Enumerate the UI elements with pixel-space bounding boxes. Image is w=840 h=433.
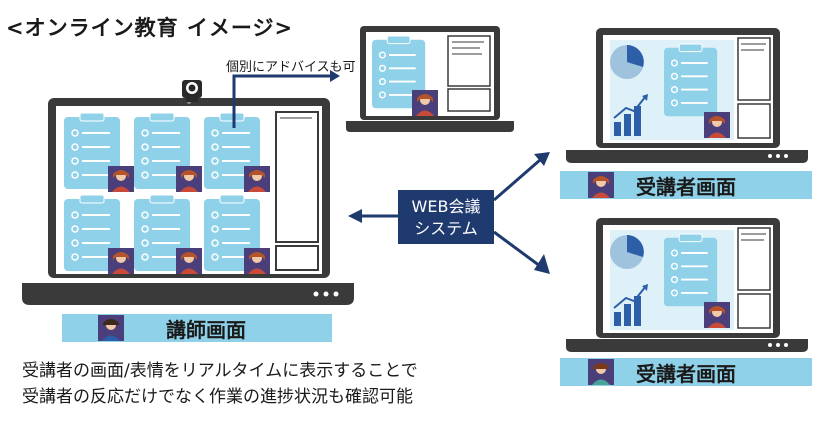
student-laptop-top [566, 28, 808, 163]
arrow-to-instructor [348, 209, 398, 223]
student-laptop-bottom [566, 218, 808, 352]
individual-laptop [346, 26, 514, 132]
webcam-icon [182, 80, 202, 102]
description-line2: 受講者の反応だけでなく作業の進捗状況も確認可能 [22, 387, 413, 407]
arrow-to-student-top [493, 152, 550, 202]
advice-label: 個別にアドバイスも可 [226, 60, 356, 75]
description-line1: 受講者の画面/表情をリアルタイムに表示することで [22, 361, 418, 381]
instructor-label: 講師画面 [166, 317, 246, 342]
web-conference-box: WEB会議 システム [398, 190, 494, 244]
advice-arrow [232, 70, 340, 128]
instructor-avatar [98, 315, 124, 341]
student-label-bar-top: 受講者画面 [560, 171, 812, 199]
page-title: <オンライン教育 イメージ> [6, 16, 294, 40]
web-conference-line2: システム [414, 219, 478, 238]
instructor-label-bar: 講師画面 [62, 314, 332, 342]
student-label-top: 受講者画面 [636, 174, 736, 199]
student-avatar-bottom [588, 359, 614, 385]
instructor-laptop [22, 98, 354, 305]
student-label-bar-bottom: 受講者画面 [560, 358, 812, 386]
student-avatar-top [588, 172, 614, 198]
web-conference-line1: WEB会議 [411, 197, 481, 216]
arrow-to-student-bottom [493, 230, 550, 274]
student-label-bottom: 受講者画面 [636, 361, 736, 386]
